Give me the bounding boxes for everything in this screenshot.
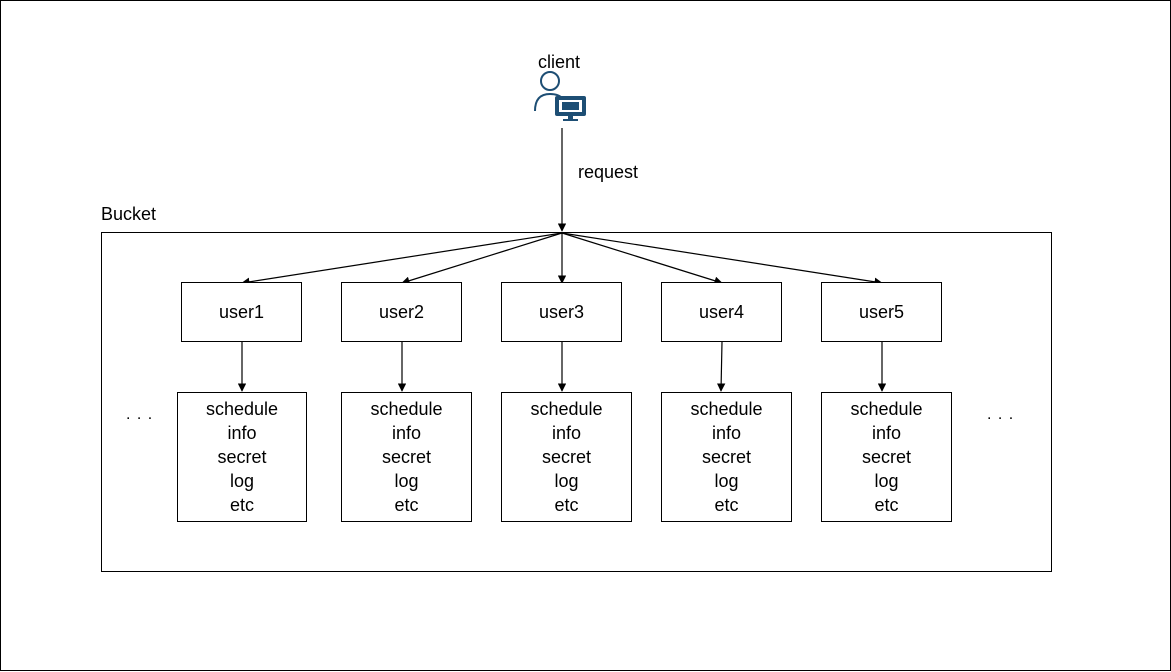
store-item: info	[551, 423, 582, 443]
store-item: secret	[541, 447, 592, 467]
ellipsis-right: . . .	[987, 406, 1015, 423]
user-name: user4	[698, 301, 745, 322]
user-box-4: user4	[661, 282, 782, 342]
store-item: info	[391, 423, 422, 443]
store-item: secret	[381, 447, 432, 467]
user1-data-store: schedule info secret log etc	[177, 392, 307, 522]
store-item: schedule	[370, 399, 443, 419]
user-name: user5	[858, 301, 905, 322]
store-item: etc	[714, 495, 739, 515]
store-item: info	[227, 423, 257, 443]
user-box-1: user1	[181, 282, 302, 342]
user-name: user2	[378, 301, 425, 322]
store-item: secret	[861, 447, 912, 467]
store-item: schedule	[690, 399, 763, 419]
store-item: etc	[394, 495, 419, 515]
client-label: client	[538, 52, 581, 72]
user-box-5: user5	[821, 282, 942, 342]
user-computer-icon	[534, 71, 586, 121]
store-item: schedule	[205, 399, 279, 419]
user4-store-arrow	[716, 341, 726, 392]
fanout-arrow-user4	[561, 232, 723, 285]
store-item: log	[714, 471, 739, 491]
user5-data-store: schedule info secret log etc	[821, 392, 952, 522]
store-item: etc	[874, 495, 899, 515]
store-item: etc	[554, 495, 579, 515]
user-name: user1	[218, 301, 265, 322]
user-name: user3	[538, 301, 585, 322]
store-item: info	[871, 423, 902, 443]
fanout-arrow-user1	[241, 232, 563, 286]
store-item: schedule	[850, 399, 923, 419]
store-item: log	[874, 471, 899, 491]
fanout-arrow-user2	[401, 232, 563, 285]
user-box-3: user3	[501, 282, 622, 342]
bucket-label: Bucket	[101, 204, 157, 224]
store-item: info	[711, 423, 742, 443]
store-item: log	[229, 471, 255, 491]
store-item: secret	[217, 447, 267, 467]
bucket-container	[101, 232, 1052, 572]
store-item: schedule	[530, 399, 603, 419]
fanout-arrow-user5	[561, 232, 883, 286]
store-item: log	[394, 471, 419, 491]
user4-data-store: schedule info secret log etc	[661, 392, 792, 522]
ellipsis-left: . . .	[126, 406, 154, 423]
request-label: request	[578, 162, 639, 182]
user-box-2: user2	[341, 282, 462, 342]
user2-data-store: schedule info secret log etc	[341, 392, 472, 522]
user3-data-store: schedule info secret log etc	[501, 392, 632, 522]
store-item: secret	[701, 447, 752, 467]
store-item: etc	[229, 495, 254, 515]
store-item: log	[554, 471, 579, 491]
